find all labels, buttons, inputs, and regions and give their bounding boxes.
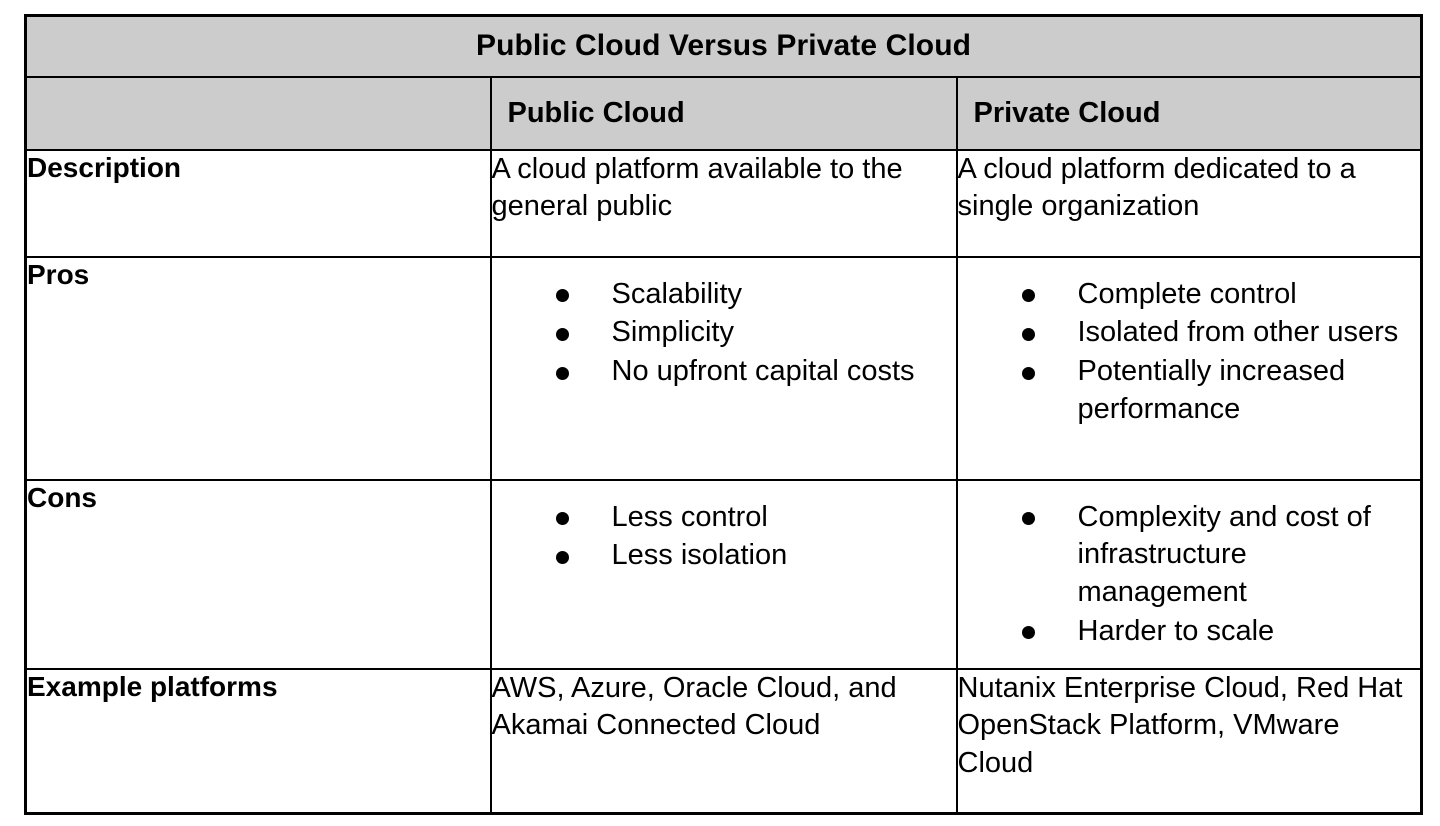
- bullet-item: No upfront capital costs: [555, 353, 942, 391]
- bullet-item-label: Complexity and cost of infrastructure ma…: [1077, 500, 1371, 608]
- bullet-item: Potentially increased performance: [1021, 353, 1407, 428]
- bullet-item: Simplicity: [555, 314, 942, 352]
- bullet-item: Isolated from other users: [1021, 314, 1407, 352]
- bullet-dot-icon: [1021, 327, 1035, 341]
- bullet-item-label: Harder to scale: [1077, 614, 1275, 647]
- table-row: Description A cloud platform available t…: [24, 148, 1423, 258]
- cell-example-platforms-private: Nutanix Enterprise Cloud, Red Hat OpenSt…: [955, 667, 1423, 815]
- bullet-dot-icon: [555, 327, 569, 341]
- bullet-item-label: Complete control: [1077, 277, 1297, 310]
- column-header-private-cloud: Private Cloud: [955, 75, 1423, 151]
- bullet-item: Less isolation: [555, 537, 942, 575]
- bullet-dot-icon: [1021, 626, 1035, 640]
- table-row: Example platforms AWS, Azure, Oracle Clo…: [24, 667, 1423, 815]
- bullet-dot-icon: [1021, 366, 1035, 380]
- bullet-dot-icon: [555, 366, 569, 380]
- column-header-label: [24, 75, 492, 151]
- table-header-row: Public Cloud Private Cloud: [24, 75, 1423, 151]
- cell-description-private: A cloud platform dedicated to a single o…: [955, 148, 1423, 258]
- cell-example-platforms-public: AWS, Azure, Oracle Cloud, and Akamai Con…: [489, 667, 958, 815]
- cell-cons-private: Complexity and cost of infrastructure ma…: [955, 478, 1423, 670]
- table-title-row: Public Cloud Versus Private Cloud: [24, 14, 1423, 78]
- bullet-item: Complexity and cost of infrastructure ma…: [1021, 499, 1407, 612]
- bullet-item: Less control: [555, 499, 942, 537]
- row-label-description: Description: [24, 148, 492, 258]
- row-label-pros: Pros: [24, 255, 492, 481]
- bullet-item-label: Simplicity: [611, 316, 734, 349]
- bullet-dot-icon: [555, 550, 569, 564]
- bullet-item-label: Less isolation: [611, 539, 788, 572]
- bullet-item-label: Less control: [611, 500, 768, 533]
- table-title: Public Cloud Versus Private Cloud: [24, 14, 1423, 78]
- bullet-dot-icon: [1021, 289, 1035, 303]
- bullet-item-label: Potentially increased performance: [1077, 354, 1346, 425]
- column-header-public-cloud: Public Cloud: [489, 75, 958, 151]
- bullet-list: Complexity and cost of infrastructure ma…: [958, 499, 1421, 651]
- bullet-dot-icon: [1021, 512, 1035, 526]
- bullet-item-label: No upfront capital costs: [611, 354, 915, 387]
- bullet-dot-icon: [555, 289, 569, 303]
- bullet-item: Complete control: [1021, 276, 1407, 314]
- comparison-table: Public Cloud Versus Private Cloud Public…: [24, 14, 1424, 815]
- bullet-item-label: Scalability: [611, 277, 743, 310]
- cell-description-public: A cloud platform available to the genera…: [489, 148, 958, 258]
- bullet-item: Harder to scale: [1021, 613, 1407, 651]
- bullet-item-label: Isolated from other users: [1077, 316, 1399, 349]
- row-label-cons: Cons: [24, 478, 492, 670]
- bullet-dot-icon: [555, 512, 569, 526]
- row-label-example-platforms: Example platforms: [24, 667, 492, 815]
- bullet-item: Scalability: [555, 276, 942, 314]
